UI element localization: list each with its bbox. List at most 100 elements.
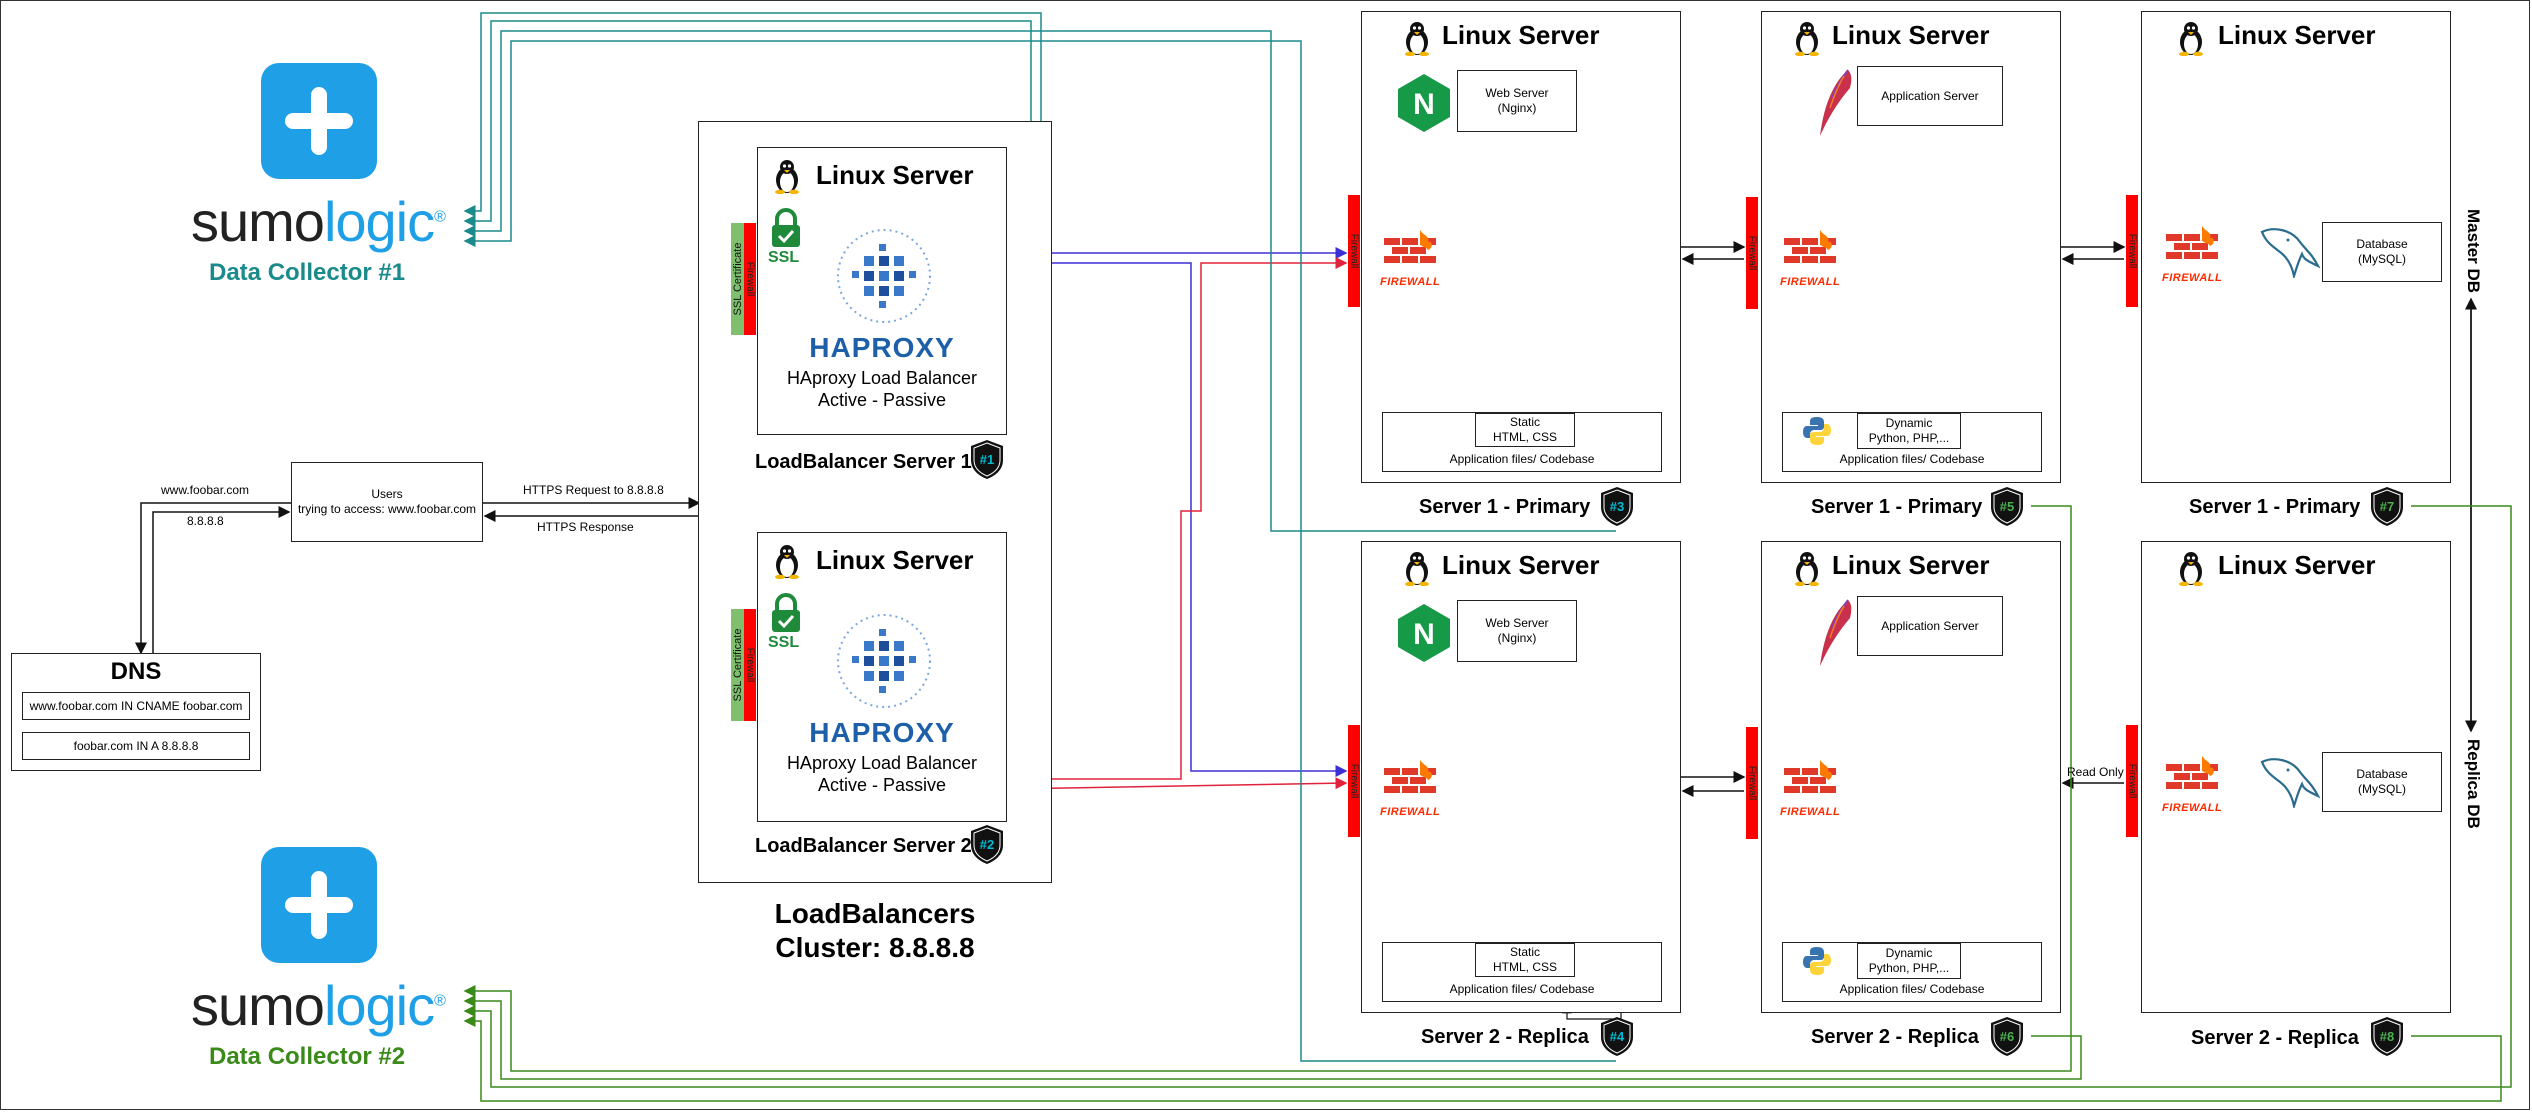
users-to-dns-line [135, 502, 291, 655]
svg-text:N: N [1413, 618, 1435, 651]
svg-text:#7: #7 [2380, 499, 2394, 514]
haproxy-description: HAproxy Load Balancer [786, 368, 978, 388]
nginx-web-server-box: Web Server(Nginx) [1457, 70, 1577, 132]
svg-text:#5: #5 [2000, 499, 2014, 514]
loadbalancer-server-1: Linux Server SSL HAPROXY HAproxy Load Ba… [757, 147, 1007, 435]
lb1-caption: LoadBalancer Server 1 [755, 451, 972, 473]
db2-caption: Server 2 - Replica [2191, 1027, 2359, 1049]
dns-to-users-line [152, 506, 291, 653]
security-badge-4: #4 [1601, 1017, 1633, 1056]
linux-tux-icon [1405, 552, 1429, 586]
loadbalancer-server-2: Linux Server SSL HAPROXY HAproxy Load Ba… [757, 532, 1007, 822]
replica-db-label: Replica DB [2464, 739, 2483, 829]
security-badge-8: #8 [2371, 1017, 2403, 1056]
application-server-box: Application Server [1857, 66, 2003, 126]
web2-caption: Server 2 - Replica [1421, 1026, 1589, 1048]
dns-record-a: foobar.com IN A 8.8.8.8 [22, 732, 250, 760]
ssl-badge-label: SSL [768, 249, 800, 266]
lb2-caption: LoadBalancer Server 2 [755, 835, 972, 857]
dns-record-cname: www.foobar.com IN CNAME foobar.com [22, 692, 250, 720]
firewall-icon: FIREWALL [1380, 758, 1440, 818]
svg-text:#3: #3 [1610, 499, 1624, 514]
ssl-lock-icon [772, 208, 800, 247]
db2-firewall-bar: Firewall [2126, 725, 2138, 837]
sumologic-plus-icon [261, 847, 377, 963]
sumologic-wordmark: sumologic® [191, 974, 446, 1037]
app-server-primary: Linux Server Application Server FIREWALL… [1761, 11, 2061, 483]
ssl-certificate-bar-2: SSL Certificate [731, 609, 745, 721]
app1-firewall-bar: Firewall [1746, 197, 1758, 309]
haproxy-wordmark: HAPROXY [809, 717, 955, 748]
lb2-to-web2-red [1007, 777, 1348, 790]
ssl-lock-icon [772, 593, 800, 632]
users-title: Users [371, 487, 403, 501]
master-db-label: Master DB [2464, 209, 2483, 294]
server-title: Linux Server [816, 545, 974, 575]
svg-text:#2: #2 [980, 837, 994, 852]
sumologic-plus-icon [261, 63, 377, 179]
cluster-title-line1: LoadBalancers [774, 898, 976, 929]
web-server-primary: Linux Server N Web Server(Nginx) FIREWAL… [1361, 11, 1681, 483]
cluster-title: LoadBalancers Cluster: 8.8.8.8 [698, 897, 1052, 965]
users-subtitle: trying to access: www.foobar.com [297, 502, 477, 516]
server-title: Linux Server [1442, 550, 1600, 580]
web1-firewall-bar: Firewall [1348, 195, 1360, 307]
app2-firewall-bar: Firewall [1746, 727, 1758, 839]
edge-label-ip: 8.8.8.8 [187, 514, 224, 528]
firewall-icon: FIREWALL [2162, 754, 2222, 814]
web-server-replica: Linux Server N Web Server(Nginx) FIREWAL… [1361, 541, 1681, 1013]
dns-box: DNS www.foobar.com IN CNAME foobar.com f… [11, 653, 261, 771]
data-collector-1-label: Data Collector #1 [209, 259, 406, 286]
firewall-icon: FIREWALL [1780, 758, 1840, 818]
security-badge-7: #7 [2371, 487, 2403, 526]
python-icon [1803, 417, 1831, 445]
security-badge-1: #1 [971, 440, 1003, 479]
web1-caption: Server 1 - Primary [1419, 496, 1591, 518]
security-badge-6: #6 [1991, 1017, 2023, 1056]
haproxy-logo-icon [837, 614, 931, 708]
server-title: Linux Server [1832, 20, 1990, 50]
haproxy-mode: Active - Passive [817, 390, 947, 410]
cluster-title-line2: Cluster: 8.8.8.8 [775, 932, 975, 963]
data-collector-2-label: Data Collector #2 [209, 1043, 406, 1070]
users-box: Users trying to access: www.foobar.com [291, 462, 483, 542]
codebase-label: Application files/ Codebase [1449, 452, 1595, 466]
database-box: Database(MySQL) [2322, 752, 2442, 812]
apache-feather-icon [1820, 69, 1852, 136]
lb1-to-web2-blue [1008, 262, 1348, 777]
server-title: Linux Server [816, 160, 974, 190]
database-box: Database(MySQL) [2322, 222, 2442, 282]
server-title: Linux Server [2218, 20, 2376, 50]
server-title: Linux Server [1832, 550, 1990, 580]
sumologic-wordmark: sumologic® [191, 190, 446, 253]
server-title: Linux Server [2218, 550, 2376, 580]
haproxy-description: HAproxy Load Balancer [786, 753, 978, 773]
codebase-label: Application files/ Codebase [1839, 982, 1985, 996]
app-server-replica: Linux Server Application Server FIREWALL… [1761, 541, 2061, 1013]
codebase-label: Application files/ Codebase [1839, 452, 1985, 466]
security-badge-5: #5 [1991, 487, 2023, 526]
db-server-primary: Linux Server FIREWALL Database(MySQL) [2141, 11, 2451, 483]
apache-feather-icon [1820, 599, 1852, 666]
svg-text:#8: #8 [2380, 1029, 2394, 1044]
web2-firewall-bar: Firewall [1348, 725, 1360, 837]
codebase-label: Application files/ Codebase [1449, 982, 1595, 996]
firewall-icon: FIREWALL [1780, 228, 1840, 288]
app1-caption: Server 1 - Primary [1811, 496, 1983, 518]
ssl-certificate-bar-1: SSL Certificate [731, 223, 745, 335]
mysql-dolphin-icon [2260, 758, 2321, 808]
security-badge-2: #2 [971, 825, 1003, 864]
nginx-icon: N [1398, 604, 1450, 662]
lb2-to-web1-red [1008, 257, 1348, 780]
nginx-icon: N [1398, 74, 1450, 132]
firewall-icon: FIREWALL [2162, 224, 2222, 284]
